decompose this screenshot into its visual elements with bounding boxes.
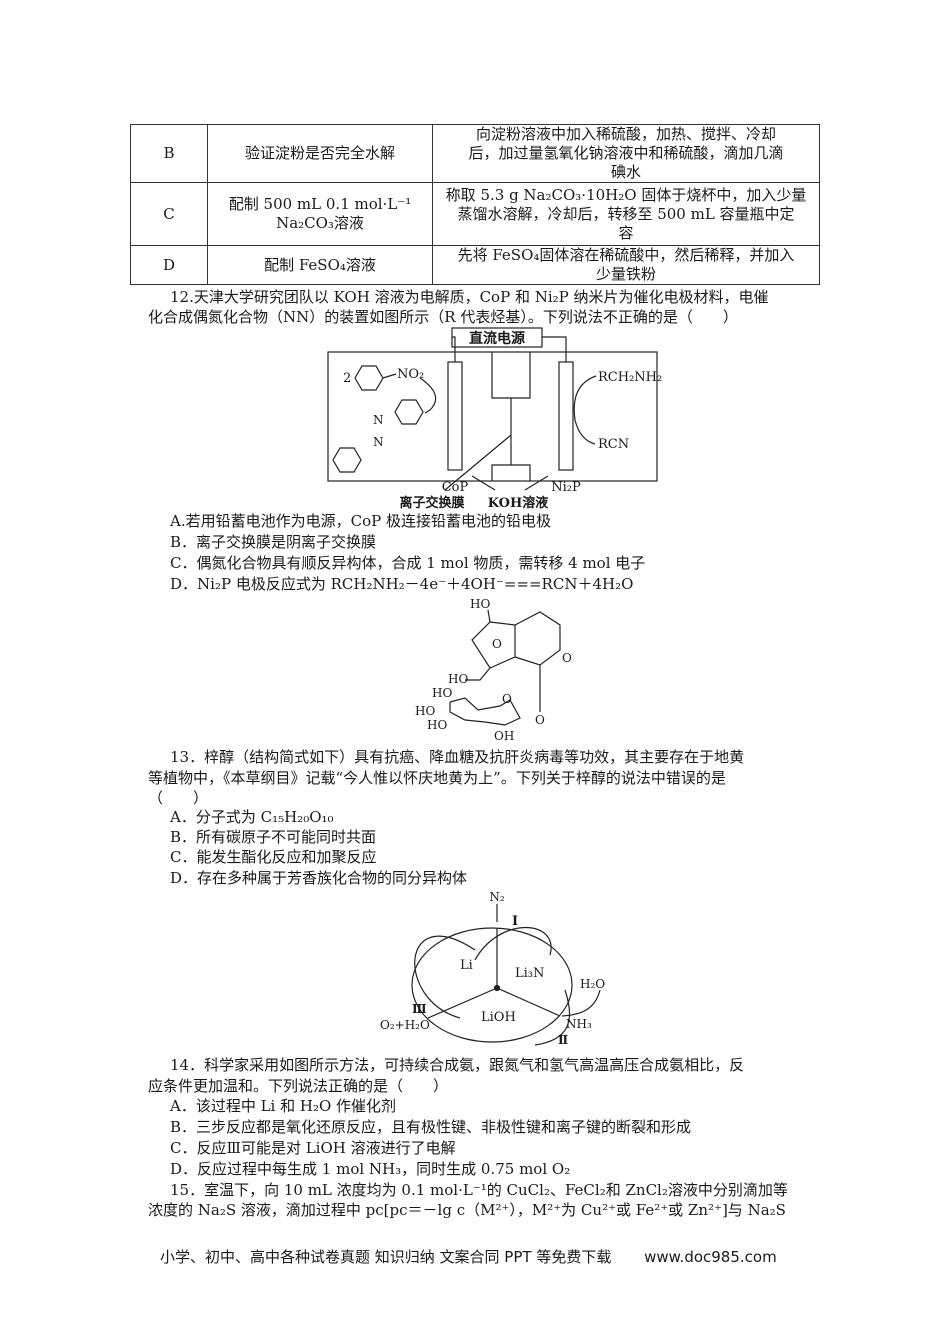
azo-n1: N (373, 413, 384, 427)
atom-label: O (492, 637, 502, 651)
koh-label: KOH溶液 (488, 495, 549, 511)
q13-stem-line: 13．梓醇（结构简式如下）具有抗癌、降血糖及抗肝炎病毒等功效，其主要存在于地黄 (170, 748, 745, 766)
footer-text: 小学、初中、高中各种试卷真题 知识归纳 文案合同 PPT 等免费下载 (160, 1248, 612, 1266)
q14-stem-line: 14．科学家采用如图所示方法，可持续合成氨，跟氮气和氢气高温高压合成氨相比，反 (170, 1056, 745, 1074)
q14-option-d: D．反应过程中每生成 1 mol NH₃，同时生成 0.75 mol O₂ (170, 1160, 571, 1178)
q12-stem-line: 12.天津大学研究团队以 KOH 溶液为电解质，CoP 和 Ni₂P 纳米片为催… (170, 288, 769, 306)
q15-stem-line: 15．室温下，向 10 mL 浓度均为 0.1 mol·L⁻¹的 CuCl₂、F… (170, 1181, 788, 1199)
q13-stem-line: 等植物中，《本草纲目》记载“今人惟以怀庆地黄为上”。下列关于梓醇的说法中错误的是 (148, 769, 726, 787)
row-label: B (130, 124, 208, 183)
atom-label: HO (432, 686, 452, 700)
q14-option-c: C．反应Ⅲ可能是对 LiOH 溶液进行了电解 (170, 1139, 456, 1157)
footer: 小学、初中、高中各种试卷真题 知识归纳 文案合同 PPT 等免费下载 www.d… (160, 1246, 777, 1267)
footer-link[interactable]: www.doc985.com (644, 1248, 777, 1266)
ni2p-electrode (558, 361, 574, 471)
row-method: 先将 FeSO₄固体溶在稀硫酸中，然后稀释，并加入少量铁粉 (432, 245, 820, 285)
li-label: Li (460, 958, 473, 973)
cell-line: 后，加过量氢氧化钠溶液中和稀硫酸，滴加几滴 (468, 144, 784, 162)
row-label: C (130, 182, 208, 246)
cell-line: 称取 5.3 g Na₂CO₃·10H₂O 固体于烧杯中，加入少量 (445, 185, 807, 204)
n2-label: N₂ (489, 890, 505, 904)
coefficient: 2 (343, 371, 351, 386)
q13-option-b: B．所有碳原子不可能同时共面 (170, 828, 377, 846)
reaction-arrow (573, 375, 597, 445)
azo-n2: N (373, 435, 384, 449)
row-purpose: 配制 FeSO₄溶液 (207, 245, 433, 285)
rch2nh2-label: RCH₂NH₂ (598, 370, 662, 385)
atom-label: HO (470, 597, 490, 611)
cop-label: CoP (442, 480, 469, 495)
q13-option-d: D．存在多种属于芳香族化合物的同分异构体 (170, 869, 468, 887)
cell-line: 先将 FeSO₄固体溶在稀硫酸中，然后稀释，并加入 (457, 246, 795, 264)
q12-stem-line: 化合成偶氮化合物（NN）的装置如图所示（R 代表烃基）。下列说法不正确的是（ ） (148, 308, 738, 326)
q12-option-a: A.若用铅蓄电池作为电源，CoP 极连接铅蓄电池的铅电极 (170, 512, 551, 530)
benzene-ring (354, 365, 384, 391)
q13-stem-line: （ ） (148, 789, 209, 807)
q13-option-c: C．能发生酯化反应和加聚反应 (170, 848, 377, 866)
cell-line: 配制 500 mL 0.1 mol·L⁻¹ (228, 195, 412, 213)
reaction-arrow (419, 377, 437, 414)
cell-line: Na₂CO₃溶液 (276, 214, 364, 232)
step-3-label: Ⅲ (412, 1002, 427, 1016)
benzene-ring (332, 447, 362, 473)
q14-option-b: B．三步反应都是氧化还原反应，且有极性键、非极性键和离子键的断裂和形成 (170, 1118, 692, 1136)
row-method: 称取 5.3 g Na₂CO₃·10H₂O 固体于烧杯中，加入少量蒸馏水溶解，冷… (432, 182, 820, 246)
catalpol-structure: HO O O HO O HO O HO HO OH (415, 597, 572, 743)
cell-line: 蒸馏水溶解，冷却后，转移至 500 mL 容量瓶中定 (457, 204, 795, 223)
ammonia-cycle-diagram: N₂ Ⅰ Li Li₃N H₂O Ⅲ O₂+H₂O LiOH NH₃ Ⅱ (380, 890, 605, 1047)
atom-label: O (535, 713, 545, 727)
row-method: 向淀粉溶液中加入稀硫酸，加热、搅拌、冷却后，加过量氢氧化钠溶液中和稀硫酸，滴加几… (432, 124, 820, 183)
step-2-label: Ⅱ (558, 1033, 568, 1047)
q12-option-b: B．离子交换膜是阴离子交换膜 (170, 533, 377, 551)
q15-stem-line: 浓度的 Na₂S 溶液，滴加过程中 pc[pc＝－lg c（M²⁺），M²⁺为 … (148, 1201, 786, 1219)
rcn-label: RCN (598, 437, 629, 452)
q12-option-d: D．Ni₂P 电极反应式为 RCH₂NH₂－4e⁻＋4OH⁻===RCN＋4H₂… (170, 575, 634, 593)
benzene-ring (394, 399, 424, 425)
q12-option-c: C．偶氮化合物具有顺反异构体，合成 1 mol 物质，需转移 4 mol 电子 (170, 554, 646, 572)
q13-option-a: A．分子式为 C₁₅H₂₀O₁₀ (170, 808, 334, 826)
cell-line: 验证淀粉是否完全水解 (244, 144, 395, 162)
cop-electrode (447, 361, 463, 471)
li3n-label: Li₃N (515, 966, 544, 981)
cell-line: 容 (618, 223, 634, 242)
ni2p-label: Ni₂P (551, 480, 581, 495)
atom-label: O (502, 692, 512, 706)
atom-label: OH (494, 729, 514, 743)
atom-label: HO (415, 704, 435, 718)
cell-line: 碘水 (610, 163, 641, 181)
power-supply-label: 直流电源 (469, 330, 525, 347)
cell-line: 向淀粉溶液中加入稀硫酸，加热、搅拌、冷却 (475, 125, 776, 143)
q14-option-a: A．该过程中 Li 和 H₂O 作催化剂 (170, 1097, 397, 1115)
experiment-table: B 验证淀粉是否完全水解 向淀粉溶液中加入稀硫酸，加热、搅拌、冷却后，加过量氢氧… (130, 124, 820, 285)
divider (491, 352, 531, 399)
cell-line: 少量铁粉 (595, 265, 656, 283)
nh3-label: NH₃ (566, 1017, 592, 1031)
no2-label: NO₂ (397, 367, 424, 382)
step-1-label: Ⅰ (512, 914, 518, 929)
row-label: D (130, 245, 208, 285)
atom-label: HO (448, 672, 468, 686)
atom-label: O (562, 651, 572, 665)
membrane-label: 离子交换膜 (399, 495, 464, 511)
o2-h2o-label: O₂+H₂O (380, 1018, 430, 1032)
q14-stem-line: 应条件更加温和。下列说法正确的是（ ） (148, 1077, 449, 1095)
table-row: B 验证淀粉是否完全水解 向淀粉溶液中加入稀硫酸，加热、搅拌、冷却后，加过量氢氧… (130, 124, 820, 183)
atom-label: HO (427, 718, 447, 732)
h2o-label: H₂O (580, 977, 605, 991)
lioh-label: LiOH (481, 1010, 516, 1025)
table-row: D 配制 FeSO₄溶液 先将 FeSO₄固体溶在稀硫酸中，然后稀释，并加入少量… (130, 245, 820, 285)
cell-line: 配制 FeSO₄溶液 (264, 255, 376, 274)
